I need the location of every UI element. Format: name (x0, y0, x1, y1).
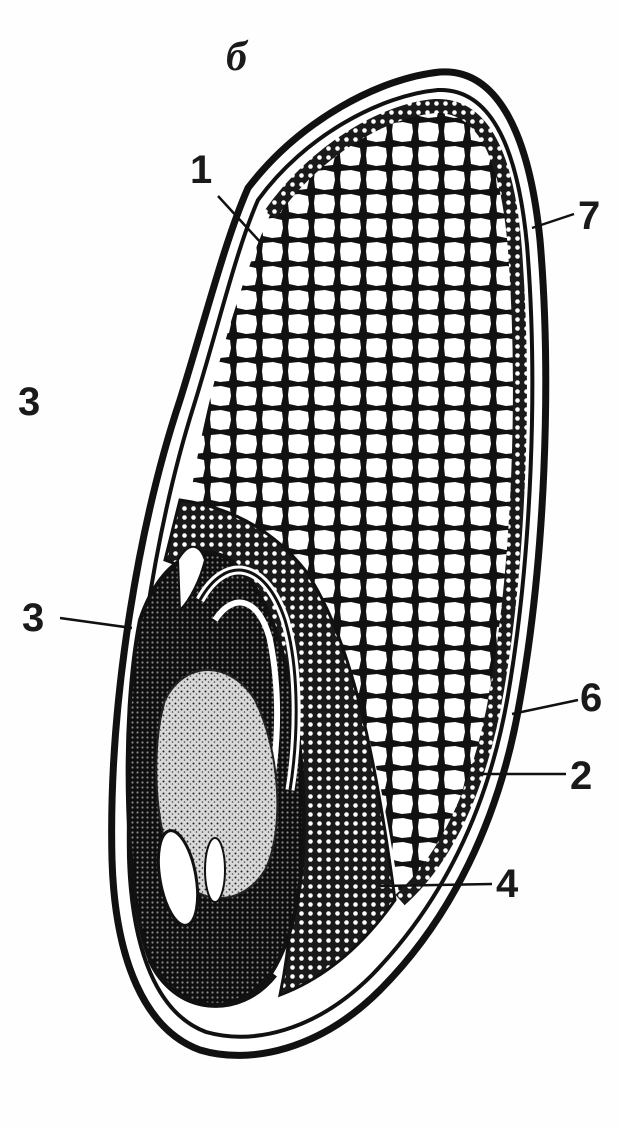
panel-label: б (226, 36, 247, 78)
callout-4: 4 (496, 864, 518, 904)
callout-1: 1 (190, 150, 212, 190)
callout-3: 3 (22, 598, 44, 638)
callout-7: 7 (578, 196, 600, 236)
side-label: 3 (18, 382, 40, 422)
callout-2: 2 (570, 756, 592, 796)
leader-3 (60, 618, 132, 628)
callout-6: 6 (580, 678, 602, 718)
